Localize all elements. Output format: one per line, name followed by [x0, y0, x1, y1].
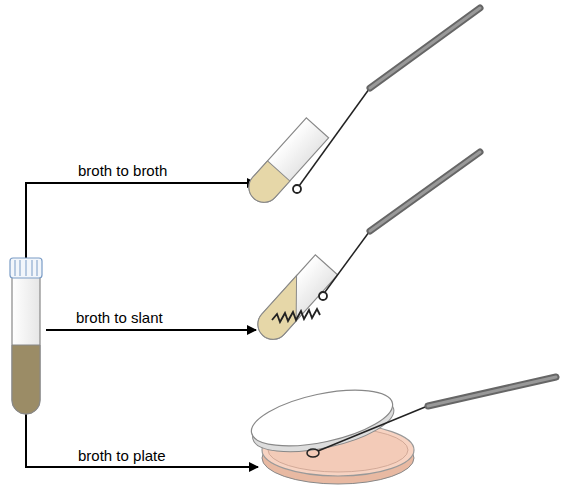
arrow-label: broth to plate	[78, 448, 166, 465]
petri-plate	[247, 377, 556, 484]
arrow-lines	[26, 183, 258, 467]
source-tube	[10, 258, 42, 414]
arrow-label: broth to broth	[78, 163, 167, 180]
arrow-label: broth to slant	[76, 310, 163, 327]
slant-tube	[252, 255, 338, 346]
